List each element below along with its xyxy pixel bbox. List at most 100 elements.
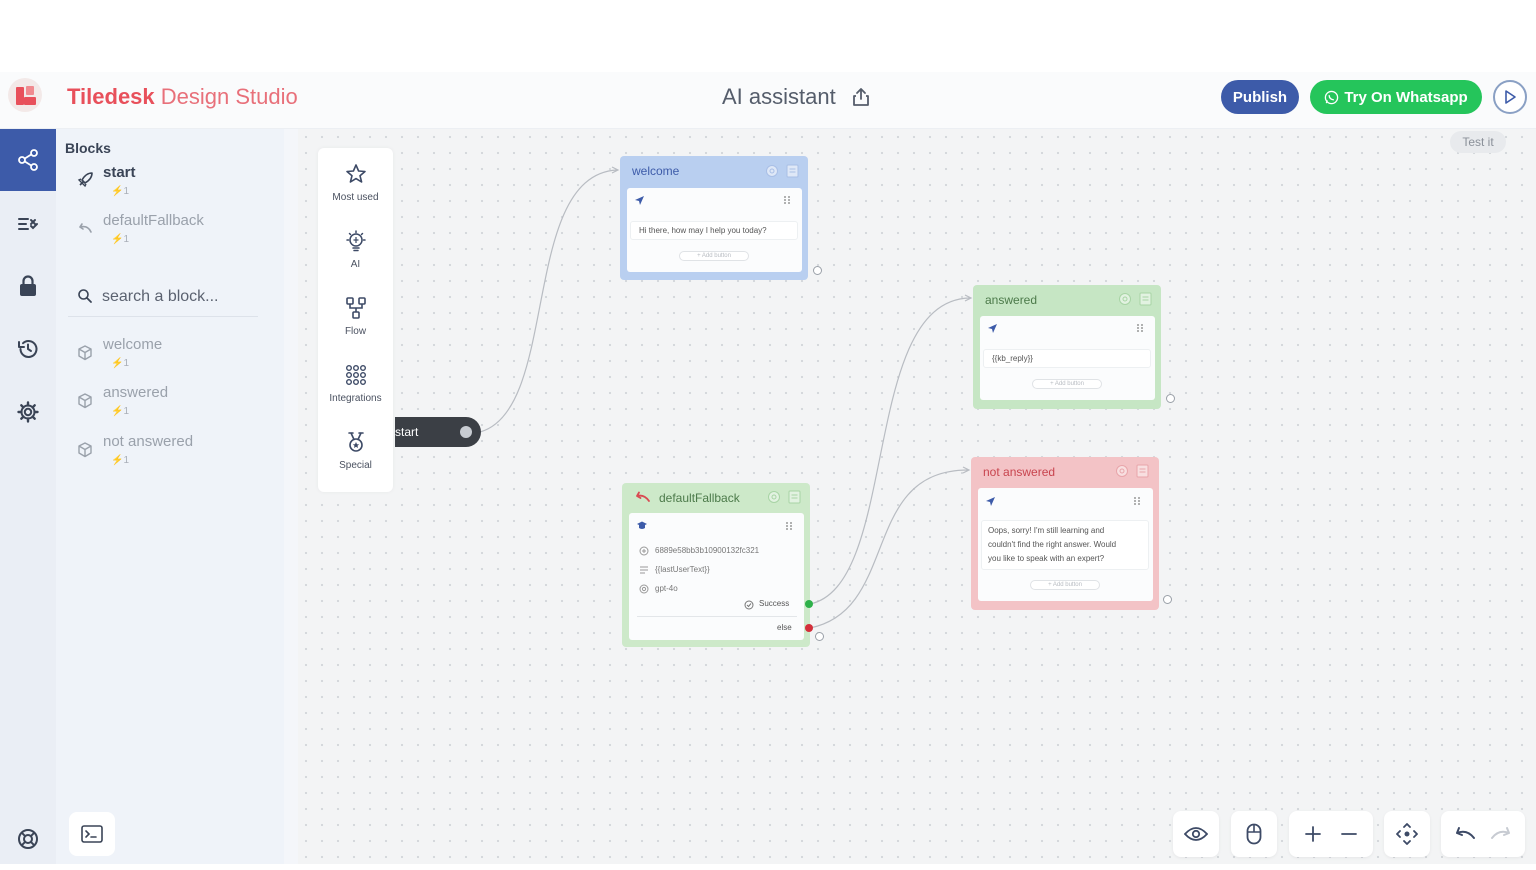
cube-icon — [78, 442, 92, 458]
export-icon[interactable] — [852, 87, 870, 107]
palette-label: Flow — [344, 326, 367, 337]
block-search-wrapper — [68, 282, 258, 317]
play-icon — [1505, 90, 1516, 104]
zoom-out-icon[interactable] — [1340, 825, 1358, 843]
mouse-mode-button[interactable] — [1231, 811, 1277, 857]
zoom-in-icon[interactable] — [1304, 825, 1322, 843]
answered-message-text[interactable]: {{kb_reply}} — [983, 349, 1151, 368]
block-connections-count: ⚡1 — [111, 186, 130, 197]
undo-arrow-icon — [79, 223, 92, 233]
palette-flow[interactable]: Flow — [318, 292, 393, 352]
mouse-icon — [1246, 823, 1262, 845]
fallback-question: {{lastUserText}} — [655, 565, 710, 574]
star-icon — [345, 164, 366, 183]
terminal-icon — [81, 825, 103, 843]
redo-icon[interactable] — [1490, 826, 1512, 842]
block-connections-count: ⚡1 — [111, 234, 130, 245]
eye-icon — [1184, 827, 1208, 841]
publish-button[interactable]: Publish — [1221, 80, 1299, 114]
sidebar-divider — [284, 129, 298, 864]
lock-icon — [20, 275, 36, 296]
nav-flow-button[interactable] — [0, 129, 56, 191]
not-answered-message-line: you like to speak with an expert? — [988, 554, 1105, 563]
answered-add-button[interactable]: + Add button — [1032, 379, 1102, 389]
fallback-output-port[interactable] — [815, 632, 824, 641]
nav-history-button[interactable] — [0, 318, 56, 380]
not-answered-add-button[interactable]: + Add button — [1030, 580, 1100, 590]
flow-canvas[interactable] — [298, 129, 1536, 864]
gear-icon[interactable] — [1118, 292, 1132, 306]
welcome-message-text[interactable]: Hi there, how may I help you today? — [630, 221, 798, 240]
top-blank-area — [0, 0, 1536, 72]
center-canvas-button[interactable] — [1384, 811, 1430, 857]
preview-button[interactable] — [1173, 811, 1219, 857]
note-icon[interactable] — [788, 490, 801, 504]
palette-most-used[interactable]: Most used — [318, 158, 393, 218]
drag-handle-icon[interactable] — [785, 521, 793, 531]
nav-intents-button[interactable] — [0, 192, 56, 254]
brand-rest: Design Studio — [154, 84, 298, 109]
note-icon[interactable] — [786, 164, 799, 178]
fallback-else-label: else — [777, 623, 792, 632]
sidebar-block-not-answered[interactable]: not answered — [103, 433, 194, 450]
gear-icon[interactable] — [1115, 464, 1129, 478]
nav-help-button[interactable] — [0, 808, 56, 870]
gear-icon[interactable] — [765, 164, 779, 178]
palette-integrations[interactable]: Integrations — [318, 359, 393, 419]
logo-circle — [8, 78, 42, 112]
palette-special[interactable]: Special — [318, 426, 393, 486]
palette-label: Special — [339, 460, 372, 471]
grid-dots-icon — [345, 365, 366, 386]
try-on-whatsapp-button[interactable]: Try On Whatsapp — [1310, 80, 1482, 114]
fallback-else-port[interactable] — [805, 624, 813, 632]
cube-icon — [78, 345, 92, 361]
not-answered-node-title: not answered — [983, 465, 1056, 479]
welcome-output-port[interactable] — [813, 266, 822, 275]
history-icon — [18, 340, 38, 358]
nav-security-button[interactable] — [0, 255, 56, 317]
whatsapp-button-label: Try On Whatsapp — [1344, 88, 1468, 106]
fallback-success-port[interactable] — [805, 600, 813, 608]
console-button[interactable] — [69, 812, 115, 856]
move-arrows-icon — [1396, 823, 1418, 845]
test-it-badge[interactable]: Test it — [1450, 131, 1506, 153]
left-nav-bar — [0, 129, 56, 864]
gear-icon[interactable] — [767, 490, 781, 504]
sidebar-block-answered[interactable]: answered — [103, 384, 169, 401]
not-answered-message-box[interactable] — [981, 520, 1149, 570]
graduation-cap-icon — [637, 521, 647, 529]
action-palette — [318, 148, 393, 492]
chatbot-title[interactable]: AI assistant — [722, 84, 836, 109]
answered-output-port[interactable] — [1166, 394, 1175, 403]
sidebar-block-start[interactable]: start — [103, 164, 136, 181]
flow-icon — [345, 297, 366, 319]
note-icon[interactable] — [1136, 464, 1149, 478]
drag-handle-icon[interactable] — [1133, 496, 1141, 506]
block-search-input[interactable] — [102, 286, 252, 308]
send-icon — [988, 324, 997, 333]
sidebar-block-defaultfallback[interactable]: defaultFallback — [103, 212, 204, 229]
default-fallback-node-title: defaultFallback — [659, 491, 740, 505]
test-play-button[interactable] — [1493, 80, 1527, 114]
drag-handle-icon[interactable] — [1136, 323, 1144, 333]
fallback-kb-id: 6889e58bb3b10900132fc321 — [655, 546, 760, 555]
drag-handle-icon[interactable] — [783, 195, 791, 205]
blocks-title: Blocks — [65, 140, 111, 156]
fallback-divider — [637, 616, 797, 617]
note-icon[interactable] — [1139, 292, 1152, 306]
palette-ai[interactable]: AI — [318, 225, 393, 285]
start-node-port[interactable] — [460, 426, 472, 438]
blocks-sidebar — [56, 129, 284, 864]
undo-redo-controls — [1441, 811, 1525, 857]
nav-settings-button[interactable] — [0, 381, 56, 443]
sidebar-block-welcome[interactable]: welcome — [103, 336, 163, 353]
welcome-add-button[interactable]: + Add button — [679, 251, 749, 261]
fallback-model: gpt-4o — [655, 584, 678, 593]
undo-icon[interactable] — [1454, 826, 1476, 842]
check-circle-icon — [744, 600, 754, 610]
fallback-kb-card — [629, 513, 804, 640]
gear-icon — [17, 401, 39, 423]
block-connections-count: ⚡1 — [111, 455, 130, 466]
not-answered-output-port[interactable] — [1163, 595, 1172, 604]
